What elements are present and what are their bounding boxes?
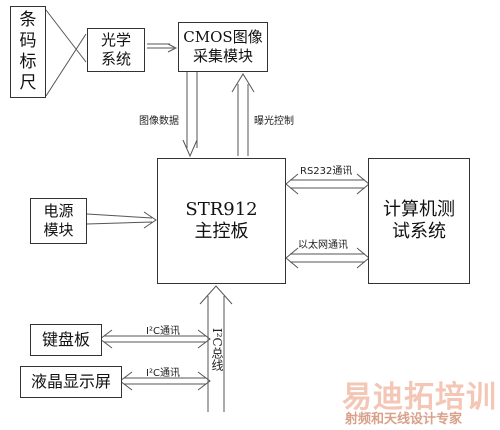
barcode-ruler-box: 条 码 标 尺 [10, 6, 46, 98]
watermark-tagline: 射频和天线设计专家 [345, 412, 463, 427]
power-module-line: 电源 [43, 202, 74, 221]
cmos-module-line: 采集模块 [192, 47, 253, 65]
keyboard-i2c-arrow [99, 329, 211, 349]
i2c-bus-label: I²C总线 [210, 328, 224, 371]
barcode-ruler-char: 标 [19, 52, 37, 72]
barcode-ruler-char: 条 [19, 9, 37, 30]
power-module-box: 电源 模块 [30, 198, 87, 244]
i2c-comm-label-2: I²C通讯 [146, 368, 180, 379]
optical-system-box: 光学 系统 [87, 28, 145, 72]
lcd-label: 液晶显示屏 [30, 372, 111, 391]
cmos-module-box: CMOS图像 采集模块 [178, 22, 268, 72]
rs232-arrow [285, 173, 370, 195]
i2c-comm-label-1: I²C通讯 [146, 326, 180, 337]
barcode-ruler-char: 尺 [19, 73, 37, 94]
computer-test-line: 计算机测 [383, 198, 455, 220]
exposure-control-arrow [231, 73, 255, 156]
lcd-i2c-arrow [119, 371, 211, 391]
power-arrow [86, 211, 157, 229]
image-data-arrow [182, 72, 198, 158]
lcd-box: 液晶显示屏 [20, 366, 122, 398]
rs232-label: RS232通讯 [300, 166, 353, 177]
watermark-brand: 易迪拓培训 [342, 380, 497, 415]
light-ray-lower [45, 33, 87, 97]
power-module-line: 模块 [43, 221, 74, 239]
main-board-box: STR912 主控板 [157, 158, 286, 284]
ethernet-arrow [285, 247, 370, 269]
optical-to-cmos-arrow [147, 43, 178, 53]
barcode-ruler-char: 码 [19, 30, 37, 51]
keyboard-box: 键盘板 [30, 324, 102, 356]
image-data-label: 图像数据 [139, 116, 179, 127]
optical-system-line: 系统 [100, 50, 131, 68]
computer-test-line: 试系统 [392, 221, 446, 242]
main-board-line: 主控板 [194, 221, 249, 242]
keyboard-label: 键盘板 [41, 330, 90, 349]
computer-test-box: 计算机测 试系统 [368, 158, 470, 284]
i2c-bus-arrow [199, 285, 233, 412]
exposure-control-label: 曝光控制 [254, 116, 294, 127]
ethernet-label: 以太网通讯 [298, 240, 348, 251]
optical-system-line: 光学 [100, 31, 131, 50]
cmos-module-line: CMOS图像 [183, 28, 263, 47]
main-board-line: STR912 [185, 198, 258, 220]
light-ray-upper [45, 9, 87, 63]
